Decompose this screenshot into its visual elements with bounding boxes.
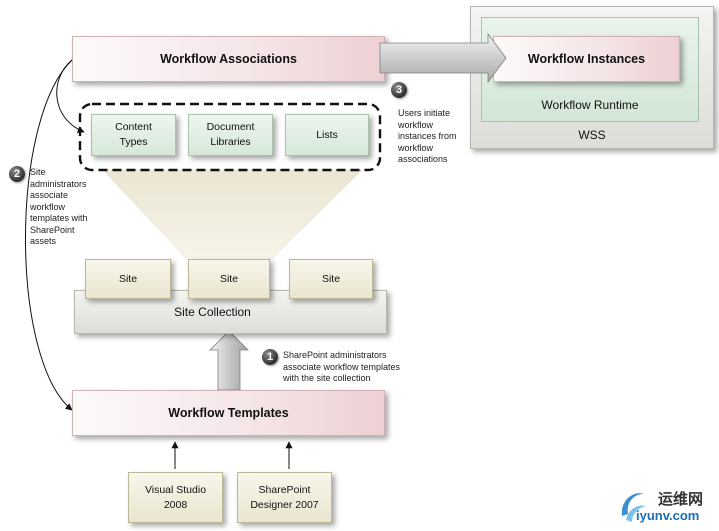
workflow-templates-box: Workflow Templates bbox=[72, 390, 385, 436]
step-note-2: Site administrators associate workflow t… bbox=[30, 167, 88, 246]
workflow-associations-box: Workflow Associations bbox=[72, 36, 385, 82]
watermark-latin: iyunv.com bbox=[636, 508, 700, 523]
templates-to-collection-arrow bbox=[209, 330, 249, 391]
funnel-shape bbox=[102, 169, 363, 263]
site-label-2: Site bbox=[219, 272, 239, 285]
visual-studio-box: Visual Studio 2008 bbox=[128, 472, 223, 523]
sharepoint-designer-label: SharePoint Designer 2007 bbox=[250, 483, 319, 511]
workflow-instances-label: Workflow Instances bbox=[527, 52, 646, 66]
site-box-1: Site bbox=[85, 259, 171, 299]
site-box-2: Site bbox=[188, 259, 270, 299]
site-collection-label: Site Collection bbox=[174, 305, 251, 319]
step-badge-3: 3 bbox=[391, 82, 407, 98]
content-types-box: Content Types bbox=[91, 114, 176, 156]
asset-group-outline bbox=[78, 102, 382, 172]
workflow-runtime-label: Workflow Runtime bbox=[541, 98, 639, 112]
wss-label: WSS bbox=[578, 128, 606, 142]
content-types-label: Content Types bbox=[115, 121, 152, 148]
document-libraries-label: Document Libraries bbox=[206, 121, 255, 148]
workflow-templates-label: Workflow Templates bbox=[168, 406, 289, 420]
watermark-swirl-icon bbox=[621, 493, 646, 522]
sharepoint-designer-box: SharePoint Designer 2007 bbox=[237, 472, 332, 523]
associations-to-instances-arrow bbox=[379, 32, 507, 84]
site-label-3: Site bbox=[321, 272, 341, 285]
watermark-logo: 运维网 iyunv.com bbox=[618, 486, 718, 528]
document-libraries-box: Document Libraries bbox=[188, 114, 273, 156]
associations-to-templates-curve bbox=[25, 59, 73, 411]
step-badge-1: 1 bbox=[262, 349, 278, 365]
watermark-chinese: 运维网 bbox=[658, 490, 704, 508]
workflow-instances-box: Workflow Instances bbox=[493, 36, 680, 82]
visual-studio-label: Visual Studio 2008 bbox=[144, 483, 207, 511]
workflow-associations-label: Workflow Associations bbox=[160, 52, 297, 66]
step-note-1: SharePoint administrators associate work… bbox=[283, 350, 401, 383]
lists-box: Lists bbox=[285, 114, 369, 156]
step-note-3: Users initiate workflow instances from w… bbox=[398, 108, 457, 164]
step-badge-2: 2 bbox=[9, 166, 25, 182]
site-box-3: Site bbox=[289, 259, 373, 299]
lists-label: Lists bbox=[316, 128, 338, 141]
site-label-1: Site bbox=[118, 272, 138, 285]
